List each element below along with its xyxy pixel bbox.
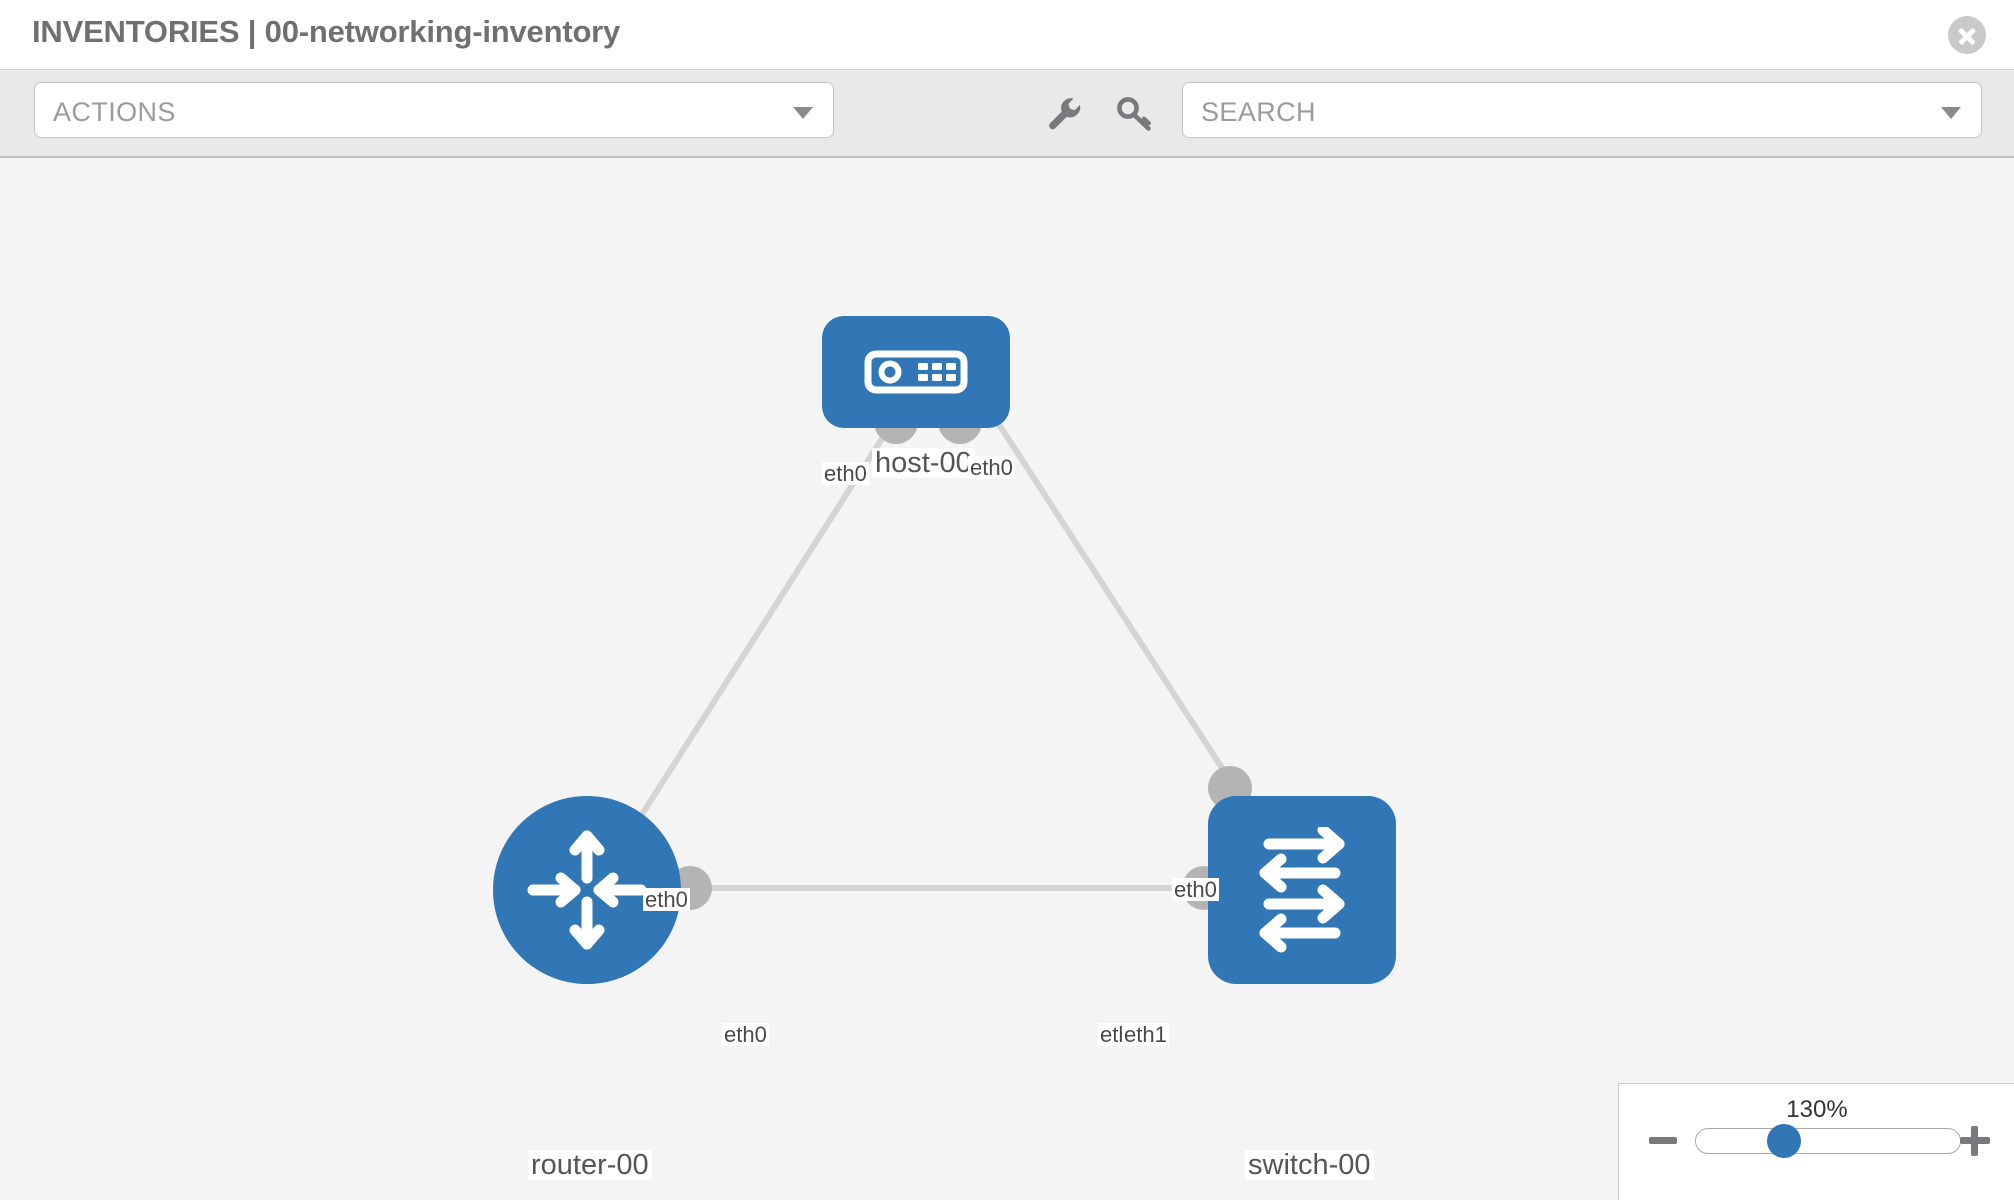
link-host-switch (997, 423, 1238, 791)
topology-links (592, 423, 1238, 891)
node-label-switch-00: switch-00 (1245, 1150, 1374, 1180)
close-icon[interactable] (1948, 16, 1986, 54)
link-router-host (592, 423, 893, 891)
interface-label-host-eth0-left: eth0 (822, 461, 869, 486)
chevron-down-icon (793, 107, 813, 119)
interface-label-switch-eth0: eth0 (1172, 877, 1219, 902)
page-title: INVENTORIES | 00-networking-inventory (32, 14, 621, 49)
switch-arrows-icon (1259, 827, 1345, 953)
server-icon (864, 350, 968, 394)
node-router-00-shape[interactable] (493, 796, 681, 984)
key-icon[interactable] (1113, 92, 1157, 136)
zoom-percent-label: 130% (1786, 1096, 1848, 1123)
zoom-out-button[interactable] (1649, 1137, 1677, 1144)
router-arrows-icon (527, 830, 647, 950)
actions-dropdown[interactable]: ACTIONS (34, 82, 834, 138)
zoom-control-panel: 130% (1618, 1083, 2014, 1200)
search-input[interactable]: SEARCH (1182, 82, 1982, 138)
toolbar: ACTIONS SEARCH (0, 70, 2014, 158)
interface-label-router-eth0-uplink: eth0 (643, 887, 690, 912)
interface-label-switch-eth1: eth1 (1122, 1022, 1169, 1047)
interface-label-router-eth0: eth0 (722, 1022, 769, 1047)
zoom-slider-track[interactable] (1695, 1128, 1961, 1154)
node-host-00-shape[interactable] (822, 316, 1010, 428)
zoom-in-button[interactable] (1960, 1126, 1990, 1156)
node-switch-00-shape[interactable] (1208, 796, 1396, 984)
search-placeholder: SEARCH (1201, 97, 1316, 127)
topology-graph: host-00 eth0 eth0 (0, 158, 2014, 1200)
topology-canvas[interactable]: host-00 eth0 eth0 (0, 158, 2014, 1200)
node-label-host-00: host-00 (872, 448, 975, 478)
wrench-icon[interactable] (1043, 92, 1087, 136)
chevron-down-icon (1941, 107, 1961, 119)
actions-dropdown-label: ACTIONS (53, 97, 176, 127)
node-label-router-00: router-00 (528, 1150, 652, 1180)
zoom-slider-thumb[interactable] (1767, 1124, 1801, 1158)
interface-label-host-eth0-right: eth0 (968, 455, 1015, 480)
page-header: INVENTORIES | 00-networking-inventory (0, 0, 2014, 70)
